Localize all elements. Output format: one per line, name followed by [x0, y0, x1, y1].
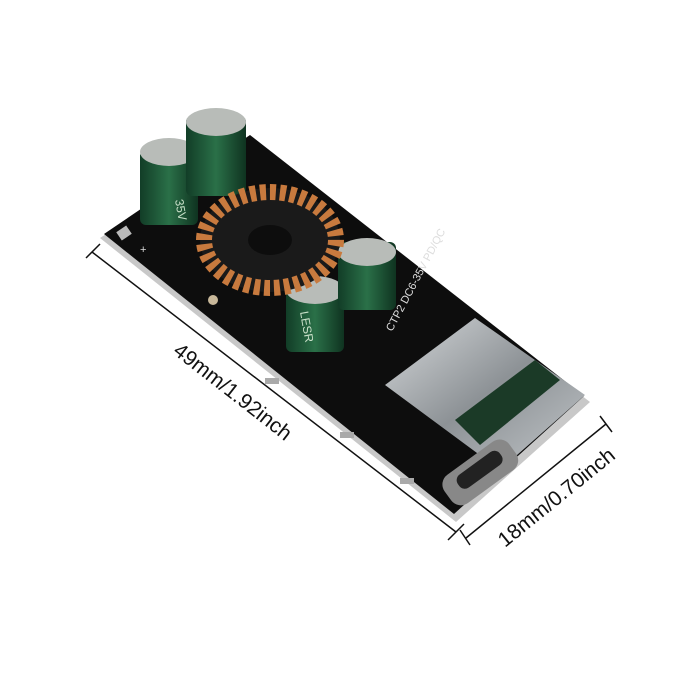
capacitor [186, 108, 246, 196]
capacitor [338, 238, 396, 310]
svg-text:35V: 35V [172, 198, 189, 221]
pin [400, 478, 414, 484]
toroid-inductor [196, 184, 344, 305]
solder-pad [116, 225, 132, 241]
pin [340, 432, 354, 438]
capacitor: 35V [140, 138, 198, 225]
svg-text:LESR: LESR [297, 310, 316, 344]
usb-connector [385, 318, 585, 506]
pin [265, 378, 279, 384]
polarity-mark: + [140, 244, 146, 256]
